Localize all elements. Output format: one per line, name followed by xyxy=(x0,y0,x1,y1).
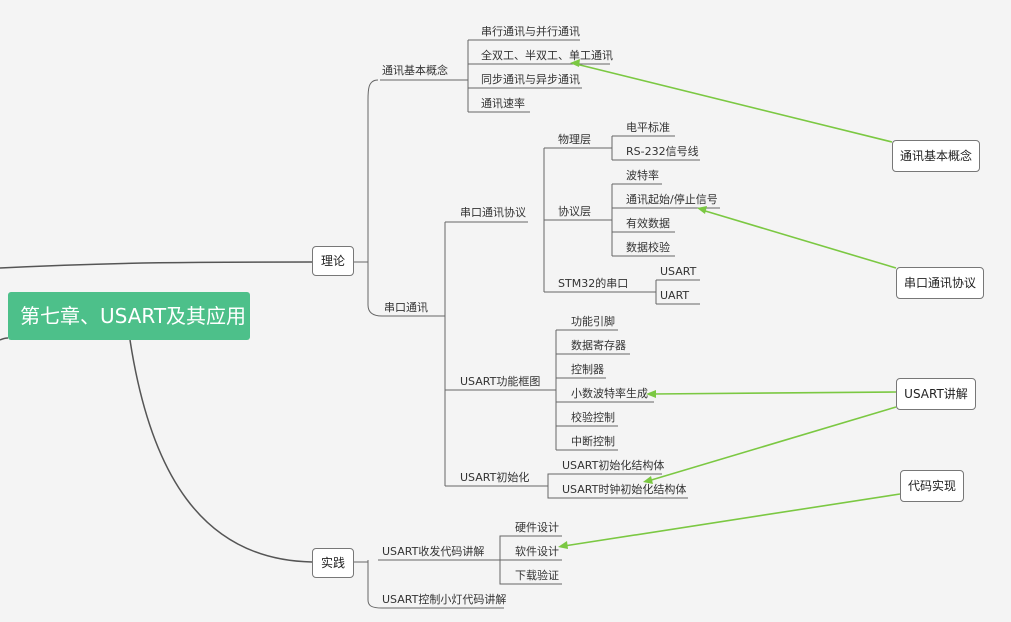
topic-usart[interactable]: USART xyxy=(660,265,697,278)
topic-basic-concepts[interactable]: 通讯基本概念 xyxy=(382,64,448,77)
topic-practice[interactable]: 实践 xyxy=(312,548,354,578)
topic-serial-protocol[interactable]: 串口通讯协议 xyxy=(460,206,526,219)
topic-usart-init[interactable]: USART初始化 xyxy=(460,471,530,484)
topic-usart-block[interactable]: USART功能框图 xyxy=(460,375,541,388)
topic-rate[interactable]: 通讯速率 xyxy=(481,97,525,110)
topic-led-code[interactable]: USART控制小灯代码讲解 xyxy=(382,593,507,606)
topic-download-verify[interactable]: 下载验证 xyxy=(515,569,559,582)
topic-duplex[interactable]: 全双工、半双工、单工通讯 xyxy=(481,49,613,62)
topic-parity-control[interactable]: 校验控制 xyxy=(571,411,615,424)
topic-serial-vs-parallel[interactable]: 串行通讯与并行通讯 xyxy=(481,25,580,38)
topic-physical-layer[interactable]: 物理层 xyxy=(558,133,591,146)
topic-stm32-serial[interactable]: STM32的串口 xyxy=(558,277,629,290)
topic-sync-async[interactable]: 同步通讯与异步通讯 xyxy=(481,73,580,86)
topic-pins[interactable]: 功能引脚 xyxy=(571,315,615,328)
topic-uart[interactable]: UART xyxy=(660,289,690,302)
topic-voltage-standard[interactable]: 电平标准 xyxy=(626,121,670,134)
topic-rs232-lines[interactable]: RS-232信号线 xyxy=(626,145,699,158)
topic-theory[interactable]: 理论 xyxy=(312,246,354,276)
root-topic[interactable]: 第七章、USART及其应用 xyxy=(8,292,250,340)
callout-code-impl[interactable]: 代码实现 xyxy=(900,470,964,502)
topic-interrupt-control[interactable]: 中断控制 xyxy=(571,435,615,448)
topic-baud-rate[interactable]: 波特率 xyxy=(626,169,659,182)
topic-serial-comm[interactable]: 串口通讯 xyxy=(384,301,428,314)
topic-fractional-baud[interactable]: 小数波特率生成 xyxy=(571,387,648,400)
callout-basic-concepts[interactable]: 通讯基本概念 xyxy=(892,140,980,172)
topic-init-struct[interactable]: USART初始化结构体 xyxy=(562,459,665,472)
topic-hardware-design[interactable]: 硬件设计 xyxy=(515,521,559,534)
topic-protocol-layer[interactable]: 协议层 xyxy=(558,205,591,218)
topic-data-check[interactable]: 数据校验 xyxy=(626,241,670,254)
topic-valid-data[interactable]: 有效数据 xyxy=(626,217,670,230)
topic-software-design[interactable]: 软件设计 xyxy=(515,545,559,558)
topic-clock-init-struct[interactable]: USART时钟初始化结构体 xyxy=(562,483,687,496)
topic-data-register[interactable]: 数据寄存器 xyxy=(571,339,626,352)
topic-start-stop[interactable]: 通讯起始/停止信号 xyxy=(626,193,718,206)
callout-usart-explain[interactable]: USART讲解 xyxy=(896,378,976,410)
topic-txrx-code[interactable]: USART收发代码讲解 xyxy=(382,545,485,558)
callout-serial-protocol[interactable]: 串口通讯协议 xyxy=(896,267,984,299)
topic-controller[interactable]: 控制器 xyxy=(571,363,604,376)
